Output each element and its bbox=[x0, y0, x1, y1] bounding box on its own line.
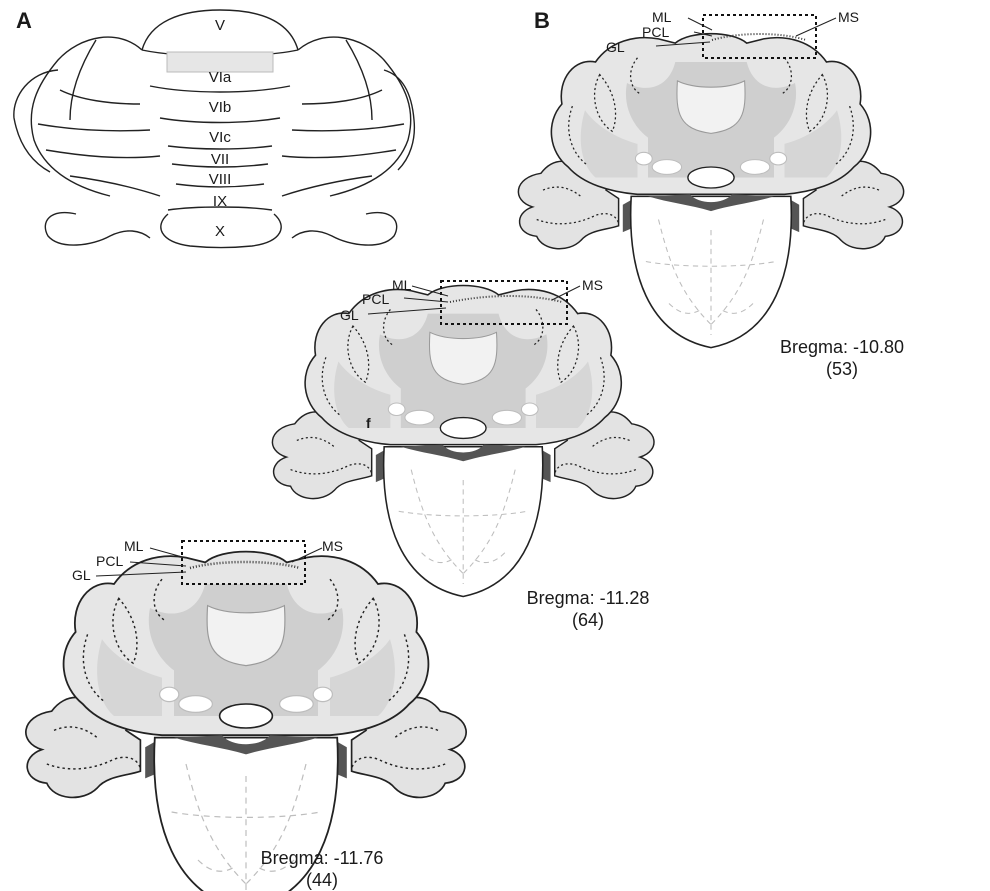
lobule-vib-label: VIb bbox=[209, 99, 232, 116]
lobule-via-label: VIa bbox=[209, 69, 232, 86]
label-ms: MS bbox=[838, 9, 859, 25]
label-pcl: PCL bbox=[96, 553, 123, 569]
section-caption-3: Bregma: -11.76 (44) bbox=[232, 847, 412, 891]
bregma-value: Bregma: -11.28 bbox=[498, 587, 678, 609]
label-gl: GL bbox=[72, 567, 91, 583]
lobule-v-label: V bbox=[215, 17, 225, 34]
label-gl: GL bbox=[606, 39, 625, 55]
lobule-ix-label: IX bbox=[213, 193, 227, 210]
label-gl: GL bbox=[340, 307, 359, 323]
lobule-x-label: X bbox=[215, 223, 225, 240]
bregma-value: Bregma: -10.80 bbox=[752, 336, 932, 358]
bregma-value: Bregma: -11.76 bbox=[232, 847, 412, 869]
lobule-viii-label: VIII bbox=[209, 171, 232, 188]
section-caption-2: Bregma: -11.28 (64) bbox=[498, 587, 678, 631]
lobule-vic-label: VIc bbox=[209, 129, 231, 146]
label-ml: ML bbox=[652, 9, 672, 25]
plate-number: (53) bbox=[752, 358, 932, 380]
coronal-section-1: ML PCL GL MS bbox=[518, 9, 903, 348]
label-f: f bbox=[366, 415, 371, 431]
plate-number: (44) bbox=[232, 869, 412, 891]
lobule-vii-label: VII bbox=[211, 151, 229, 168]
label-ml: ML bbox=[392, 277, 412, 293]
plate-number: (64) bbox=[498, 609, 678, 631]
label-ms: MS bbox=[582, 277, 603, 293]
section-caption-1: Bregma: -10.80 (53) bbox=[752, 336, 932, 380]
label-pcl: PCL bbox=[642, 24, 669, 40]
label-ml: ML bbox=[124, 538, 144, 554]
label-ms: MS bbox=[322, 538, 343, 554]
coronal-section-3: ML PCL GL MS bbox=[26, 538, 466, 891]
label-pcl: PCL bbox=[362, 291, 389, 307]
